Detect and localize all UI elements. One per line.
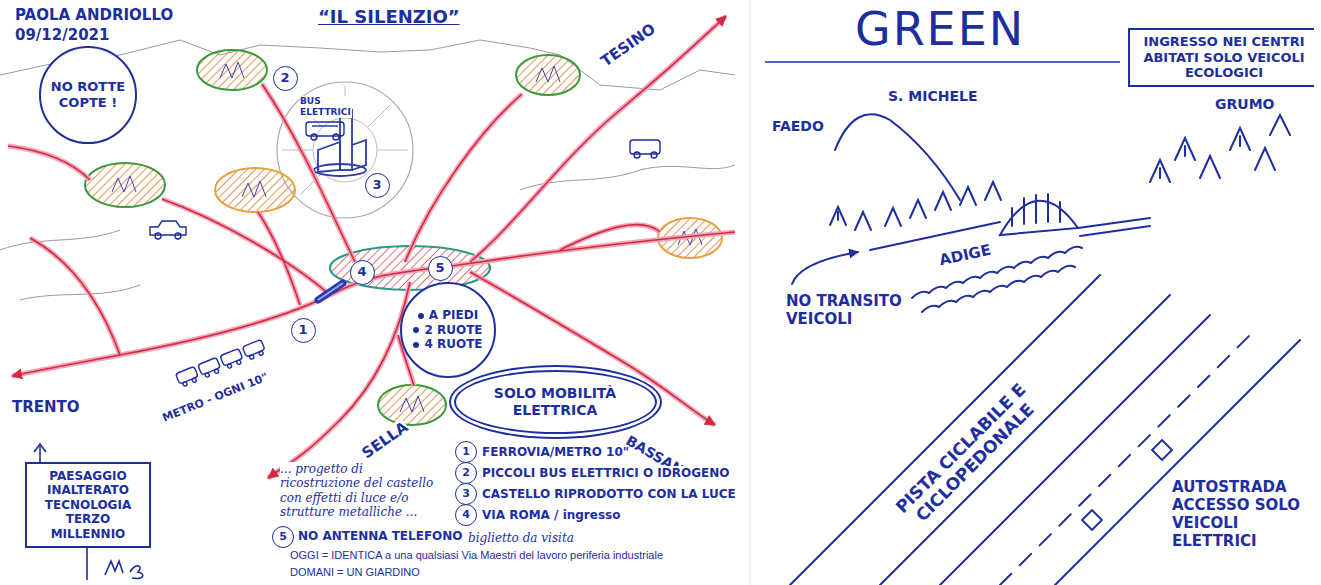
note-text: biglietto da visita <box>468 531 574 545</box>
node-text: 3 <box>462 487 470 500</box>
legend-number: 5 <box>272 526 294 548</box>
via-roma-entrance <box>318 283 343 300</box>
node-text: 2 <box>280 70 289 85</box>
place-name: SELLA <box>359 418 412 462</box>
place-name: S. MICHELE <box>888 88 977 105</box>
date: 09/12/2021 <box>15 26 109 44</box>
text-row: 5 <box>279 530 287 543</box>
vehicle-label: BUS ELETTRICI <box>300 96 352 118</box>
road-network <box>8 16 735 478</box>
place-name: FAEDO <box>772 118 824 135</box>
lane-label: PISTA CICLABILE E CICLOPEDONALE <box>883 370 1053 540</box>
text-row: 4 <box>462 508 470 521</box>
callout-number: 4 <box>350 260 375 285</box>
node-text: 1 <box>298 322 307 337</box>
node-text: PAESAGGIO INALTERATO TECNOLOGIA TERZO MI… <box>45 469 131 541</box>
note-text: OGGI = IDENTICA a una qualsiasi Via Maes… <box>290 549 663 562</box>
node-text: 4 <box>357 264 366 279</box>
river-name: ADIGE <box>938 241 993 269</box>
rule-box: INGRESSO NEI CENTRI ABITATI SOLO VEICOLI… <box>1128 28 1314 87</box>
legend-text: CASTELLO RIPRODOTTO CON LA LUCE <box>482 487 736 501</box>
text-row: 1 <box>298 322 307 338</box>
legend-text: FERROVIA/METRO 10" <box>482 445 629 459</box>
text-row: A PIEDI <box>418 308 478 322</box>
vehicle-icons <box>150 122 660 388</box>
project-note: ... progetto di ricostruzione del castel… <box>280 462 442 520</box>
legend-number: 2 <box>455 462 477 484</box>
panel-divider <box>750 0 751 585</box>
text-row: 2 <box>280 70 289 86</box>
text-row: 1 <box>462 445 470 458</box>
place-name: TRENTO <box>12 398 80 416</box>
text-row: 2 <box>462 466 470 479</box>
node-text: 4 <box>462 508 470 521</box>
node-text: SOLO MOBILITÀ ELETTRICA <box>494 385 616 418</box>
text-row: NO ROTTE COPTE ! <box>50 79 126 110</box>
mountain-ridge <box>0 40 735 300</box>
node-text: 2 <box>462 466 470 479</box>
text-row: INGRESSO NEI CENTRI ABITATI SOLO VEICOLI… <box>1138 34 1310 81</box>
author-name: PAOLA ANDRIOLLO <box>15 6 173 24</box>
place-name: GRUMO <box>1215 96 1274 113</box>
legend-text: VIA ROMA / ingresso <box>482 508 620 522</box>
text-row: 3 <box>462 487 470 500</box>
text-row: PAESAGGIO INALTERATO TECNOLOGIA TERZO MI… <box>32 469 144 541</box>
text-row: 5 <box>435 260 444 276</box>
node-text: 5 <box>279 530 287 543</box>
legend-text: NO ANTENNA TELEFONO <box>298 529 463 543</box>
rule-text: AUTOSTRADA ACCESSO SOLO VEICOLI ELETTRIC… <box>1172 478 1308 550</box>
mobility-modes-circle: A PIEDI2 RUOTE4 RUOTE <box>400 282 496 378</box>
callout-number: 2 <box>273 66 298 91</box>
bullet-dot <box>418 313 424 319</box>
legend-text: PICCOLI BUS ELETTRICI O IDROGENO <box>482 466 729 480</box>
bullet-dot <box>413 342 419 348</box>
bullet-dot <box>413 327 419 333</box>
castle-drawing <box>277 82 413 218</box>
rule-text: NO TRANSITO VEICOLI <box>786 292 906 328</box>
text-row: 2 RUOTE <box>413 323 482 337</box>
callout-number: 5 <box>428 256 453 281</box>
node-text: 3 <box>372 177 381 192</box>
callout-number: 1 <box>291 318 316 343</box>
electric-mobility-oval: SOLO MOBILITÀ ELETTRICA <box>454 370 657 434</box>
legend-number: 4 <box>455 504 477 526</box>
node-text: 4 RUOTE <box>424 337 482 351</box>
text-row: 4 <box>357 264 366 280</box>
legend-number: 1 <box>455 441 477 463</box>
road-sign: PAESAGGIO INALTERATO TECNOLOGIA TERZO MI… <box>25 462 151 548</box>
via-roma-entrance <box>318 283 343 300</box>
sketch-title: “IL SILENZIO” <box>318 6 460 28</box>
note-text: DOMANI = UN GIARDINO <box>290 566 420 579</box>
text-row: 4 RUOTE <box>413 337 482 351</box>
node-text: 5 <box>435 260 444 275</box>
node-text: 1 <box>462 445 470 458</box>
node-text: A PIEDI <box>429 308 478 322</box>
callout-number: 3 <box>365 173 390 198</box>
node-text: INGRESSO NEI CENTRI ABITATI SOLO VEICOLI… <box>1143 34 1304 80</box>
warning-circle: NO ROTTE COPTE ! <box>39 46 137 144</box>
node-text: NO ROTTE COPTE ! <box>51 79 125 110</box>
node-text: 2 RUOTE <box>424 323 482 337</box>
place-name: TESINO <box>597 20 658 70</box>
vehicle-label: METRO - OGNI 10" <box>160 371 269 425</box>
legend-number: 3 <box>455 483 477 505</box>
text-row: SOLO MOBILITÀ ELETTRICA <box>490 385 620 419</box>
road-network <box>8 16 735 478</box>
text-row: 3 <box>372 177 381 193</box>
panel-title: GREEN <box>855 2 1025 57</box>
